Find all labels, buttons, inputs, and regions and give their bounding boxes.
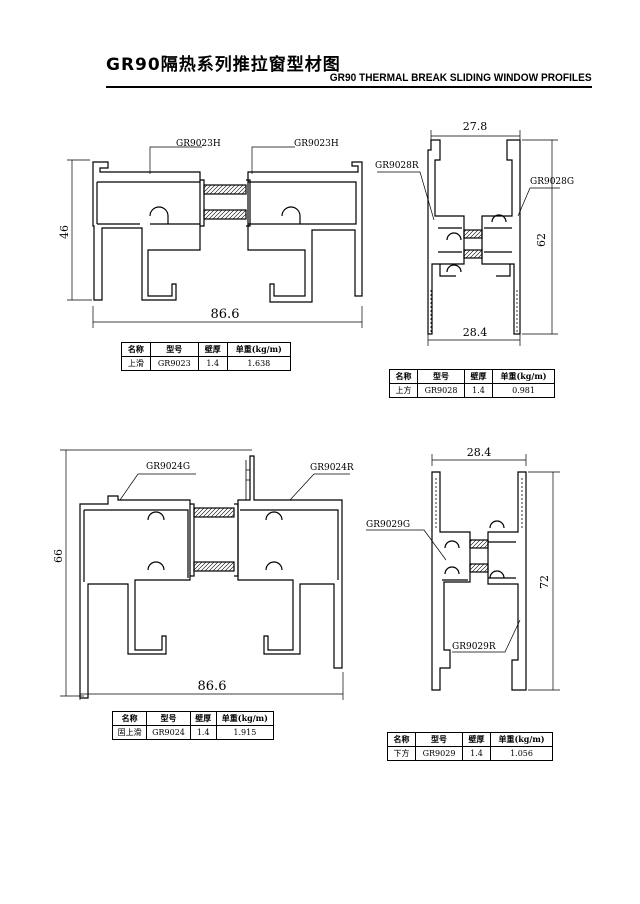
header-weight: 单重(kg/m) [490,732,553,747]
cell-wall: 1.4 [197,356,228,371]
gr9028-dim-top: 27.8 [463,120,488,133]
gr9028-dim-height: 62 [535,233,548,247]
gr9028-label-left: GR9028R [375,161,419,171]
header-model: 型号 [415,732,463,747]
header-wall: 壁厚 [463,369,494,384]
header-name: 名称 [121,342,151,357]
profile-gr9023-thermal-strip-bottom [203,209,247,220]
header-name: 名称 [386,732,417,747]
gr9024-dim-width: 86.6 [198,679,227,694]
profile-gr9029-thermal-strip-bottom [469,563,489,573]
cell-model: GR9023 [149,356,199,371]
spec-table-gr9029: 名称 型号 壁厚 单重(kg/m) 下方 GR9029 1.4 1.056 [386,732,553,761]
cell-name: 下方 [386,746,417,761]
cell-model: GR9024 [146,725,191,740]
gr9029-dim-height: 72 [538,575,551,589]
spec-table-gr9023: 名称 型号 壁厚 单重(kg/m) 上滑 GR9023 1.4 1.638 [121,342,292,371]
cell-wall: 1.4 [189,725,217,740]
page-subtitle: GR90 THERMAL BREAK SLIDING WINDOW PROFIL… [330,72,592,84]
header-wall: 壁厚 [189,711,217,726]
profile-gr9029-left-wall [431,471,471,691]
profile-gr9029-thermal-strip-top [469,539,489,549]
profile-gr9023 [67,146,363,328]
gr9023-label-left: GR9023H [176,139,221,149]
cell-model: GR9029 [415,746,463,761]
profile-gr9023-right-body [247,161,363,303]
profile-gr9028-right-wall [481,139,521,335]
gr9029-label-right: GR9029R [452,642,496,652]
gr9029-dim-top: 28.4 [467,446,492,459]
gr9023-dim-width: 86.6 [211,307,240,322]
gr9024-dim-height: 66 [52,549,65,563]
cell-wall: 1.4 [461,746,492,761]
profile-gr9029 [366,454,560,691]
gr9024-label-right: GR9024R [310,463,354,473]
cell-wall: 1.4 [463,383,494,398]
cell-model: GR9028 [417,383,465,398]
header-name: 名称 [111,711,148,726]
cell-weight: 1.056 [490,746,553,761]
profile-gr9024-thermal-strip-top [193,507,235,518]
gr9029-label-left: GR9029G [366,520,410,530]
profile-gr9024-thermal-strip-bottom [193,561,235,572]
profile-gr9028-left-wall [427,139,465,335]
profile-gr9024 [60,449,350,700]
profile-gr9029-right-wall [487,471,527,691]
profile-gr9024-left-body [79,495,191,699]
spec-table-gr9024: 名称 型号 壁厚 单重(kg/m) 固上滑 GR9024 1.4 1.915 [111,711,275,740]
cell-name: 上滑 [121,356,151,371]
cell-name: 上方 [388,383,419,398]
profile-gr9028-thermal-strip-bottom [463,249,483,259]
header-wall: 壁厚 [197,342,228,357]
cell-name: 固上滑 [111,725,148,740]
profile-gr9028 [377,130,560,346]
gr9023-dim-height: 46 [58,225,71,239]
profile-gr9023-left-body [92,161,201,301]
profile-gr9028-thermal-strip-top [463,229,483,239]
spec-table-gr9028: 名称 型号 壁厚 单重(kg/m) 上方 GR9028 1.4 0.981 [388,369,555,398]
header-weight: 单重(kg/m) [226,342,292,357]
page-title: GR90隔热系列推拉窗型材图 [106,55,341,75]
header-model: 型号 [146,711,191,726]
header-weight: 单重(kg/m) [492,369,555,384]
profile-gr9024-right-body [237,455,343,669]
header-weight: 单重(kg/m) [215,711,275,726]
header-model: 型号 [149,342,199,357]
header-model: 型号 [417,369,465,384]
cell-weight: 1.915 [215,725,275,740]
title-rule [106,86,592,88]
gr9024-label-left: GR9024G [146,462,190,472]
header-wall: 壁厚 [461,732,492,747]
cell-weight: 1.638 [226,356,292,371]
gr9023-label-right: GR9023H [294,139,339,149]
cell-weight: 0.981 [492,383,555,398]
header-name: 名称 [388,369,419,384]
gr9028-label-right: GR9028G [530,177,574,187]
profile-gr9023-thermal-strip-top [203,184,247,195]
gr9028-dim-bottom: 28.4 [463,326,488,339]
